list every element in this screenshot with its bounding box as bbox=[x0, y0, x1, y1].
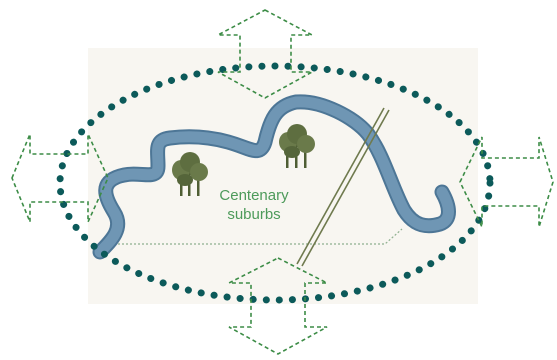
expand-arrow-icon bbox=[228, 257, 328, 355]
expand-arrow-icon bbox=[459, 136, 554, 228]
expand-arrow-icon bbox=[217, 9, 313, 99]
dotted-boundary-ellipse bbox=[56, 62, 494, 304]
suburb-boundary-line bbox=[118, 228, 403, 245]
suburb-label-line2: suburbs bbox=[227, 206, 280, 223]
tree-cluster-icon bbox=[279, 124, 315, 168]
tree-cluster-icon bbox=[172, 152, 208, 196]
river bbox=[92, 94, 456, 260]
suburb-label-line1: Centenary bbox=[219, 187, 289, 204]
railway-line bbox=[296, 107, 390, 267]
